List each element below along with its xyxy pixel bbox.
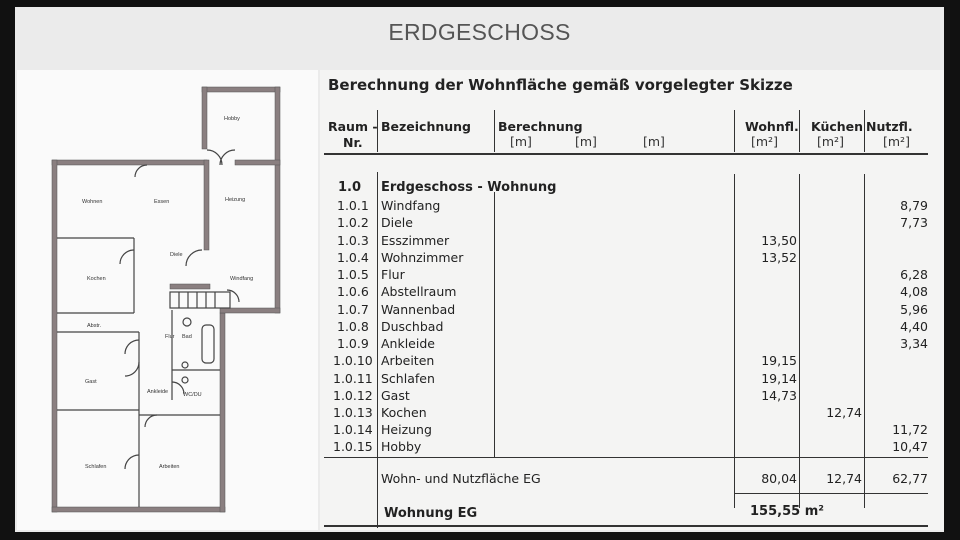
row-nr: 1.0.5	[337, 267, 369, 282]
document-title: Berechnung der Wohnfläche gemäß vorgeleg…	[328, 76, 793, 94]
row-nutzfl: 8,79	[900, 198, 928, 213]
row-name: Hobby	[381, 439, 422, 454]
floor-plan-drawing: Hobby Wohnen Essen Heizung Diele Kochen …	[51, 86, 281, 513]
floor-plan: Hobby Wohnen Essen Heizung Diele Kochen …	[17, 70, 318, 530]
plan-label-abstr: Abstr.	[87, 323, 102, 329]
header-nutzfl: Nutzfl.	[866, 119, 913, 134]
row-nr: 1.0.15	[333, 439, 373, 454]
row-nutzfl: 5,96	[900, 302, 928, 317]
row-nr: 1.0.8	[337, 319, 369, 334]
row-nutzfl: 4,08	[900, 284, 928, 299]
row-nutzfl: 4,40	[900, 319, 928, 334]
total-value: 155,55 m²	[750, 504, 824, 519]
header-unit-m2-1: [m²]	[751, 134, 778, 149]
plan-label-wcdu: WC/DU	[183, 392, 202, 398]
row-nr: 1.0.6	[337, 284, 369, 299]
row-nr: 1.0.14	[333, 422, 373, 437]
row-wohnfl: 13,50	[761, 233, 797, 248]
area-calculation-sheet: Berechnung der Wohnfläche gemäß vorgeleg…	[320, 70, 944, 530]
header-raum: Raum -	[328, 119, 378, 134]
plan-label-ankleide: Ankleide	[147, 389, 168, 395]
plan-label-bad: Bad	[182, 334, 192, 340]
header-kuechen: Küchen	[811, 119, 864, 134]
header-unit-m2-2: [m²]	[817, 134, 844, 149]
row-nutzfl: 6,28	[900, 267, 928, 282]
plan-label-diele: Diele	[170, 252, 183, 258]
plan-label-essen: Essen	[154, 199, 169, 205]
row-nr: 1.0.13	[333, 405, 373, 420]
row-nr: 1.0.10	[333, 353, 373, 368]
row-name: Schlafen	[381, 371, 435, 386]
row-name: Wohnzimmer	[381, 250, 464, 265]
row-kuechen: 12,74	[826, 405, 862, 420]
subtotal-label: Wohn- und Nutzfläche EG	[381, 471, 541, 486]
header-unit-m-3: [m]	[643, 134, 665, 149]
plan-label-gast: Gast	[85, 379, 97, 385]
row-name: Esszimmer	[381, 233, 450, 248]
subtotal-nutzfl: 62,77	[892, 471, 928, 486]
row-name: Kochen	[381, 405, 427, 420]
slide-title: ERDGESCHOSS	[388, 19, 571, 45]
row-nr: 1.0.11	[333, 371, 373, 386]
row-name: Duschbad	[381, 319, 444, 334]
plan-label-hobby: Hobby	[224, 116, 240, 122]
row-nr: 1.0.7	[337, 302, 369, 317]
header-berechnung: Berechnung	[498, 119, 583, 134]
plan-label-flur: Flur	[165, 334, 175, 340]
row-wohnfl: 19,14	[761, 371, 797, 386]
row-wohnfl: 13,52	[761, 250, 797, 265]
header-unit-m-2: [m]	[575, 134, 597, 149]
header-wohnfl: Wohnfl.	[745, 119, 799, 134]
plan-label-heizung: Heizung	[225, 197, 245, 203]
header-nr: Nr.	[343, 135, 363, 150]
section-nr: 1.0	[338, 180, 362, 195]
plan-label-schlafen: Schlafen	[85, 464, 106, 470]
row-nr: 1.0.4	[337, 250, 369, 265]
subtotal-kuechen: 12,74	[826, 471, 862, 486]
row-nr: 1.0.9	[337, 336, 369, 351]
row-name: Gast	[381, 388, 410, 403]
plan-label-arbeiten: Arbeiten	[159, 464, 180, 470]
header-unit-m-1: [m]	[510, 134, 532, 149]
plan-label-kochen: Kochen	[87, 276, 106, 282]
plan-label-windfang: Windfang	[230, 276, 253, 282]
total-label: Wohnung EG	[384, 506, 478, 521]
row-name: Wannenbad	[381, 302, 456, 317]
row-wohnfl: 14,73	[761, 388, 797, 403]
section-label: Erdgeschoss - Wohnung	[381, 180, 557, 195]
row-nr: 1.0.3	[337, 233, 369, 248]
row-name: Arbeiten	[381, 353, 435, 368]
subtotal-wohnfl: 80,04	[761, 471, 797, 486]
row-nutzfl: 3,34	[900, 336, 928, 351]
row-nr: 1.0.12	[333, 388, 373, 403]
row-wohnfl: 19,15	[761, 353, 797, 368]
row-nr: 1.0.1	[337, 198, 369, 213]
plan-label-wohnen: Wohnen	[82, 199, 102, 205]
row-nr: 1.0.2	[337, 215, 369, 230]
row-name: Windfang	[381, 198, 441, 213]
slide: ERDGESCHOSS	[15, 7, 944, 532]
row-name: Heizung	[381, 422, 432, 437]
header-bezeichnung: Bezeichnung	[381, 119, 471, 134]
row-nutzfl: 10,47	[892, 439, 928, 454]
row-name: Flur	[381, 267, 405, 282]
header-unit-m2-3: [m²]	[883, 134, 910, 149]
row-name: Abstellraum	[381, 284, 457, 299]
row-name: Diele	[381, 215, 413, 230]
row-nutzfl: 7,73	[900, 215, 928, 230]
row-name: Ankleide	[381, 336, 435, 351]
row-nutzfl: 11,72	[892, 422, 928, 437]
